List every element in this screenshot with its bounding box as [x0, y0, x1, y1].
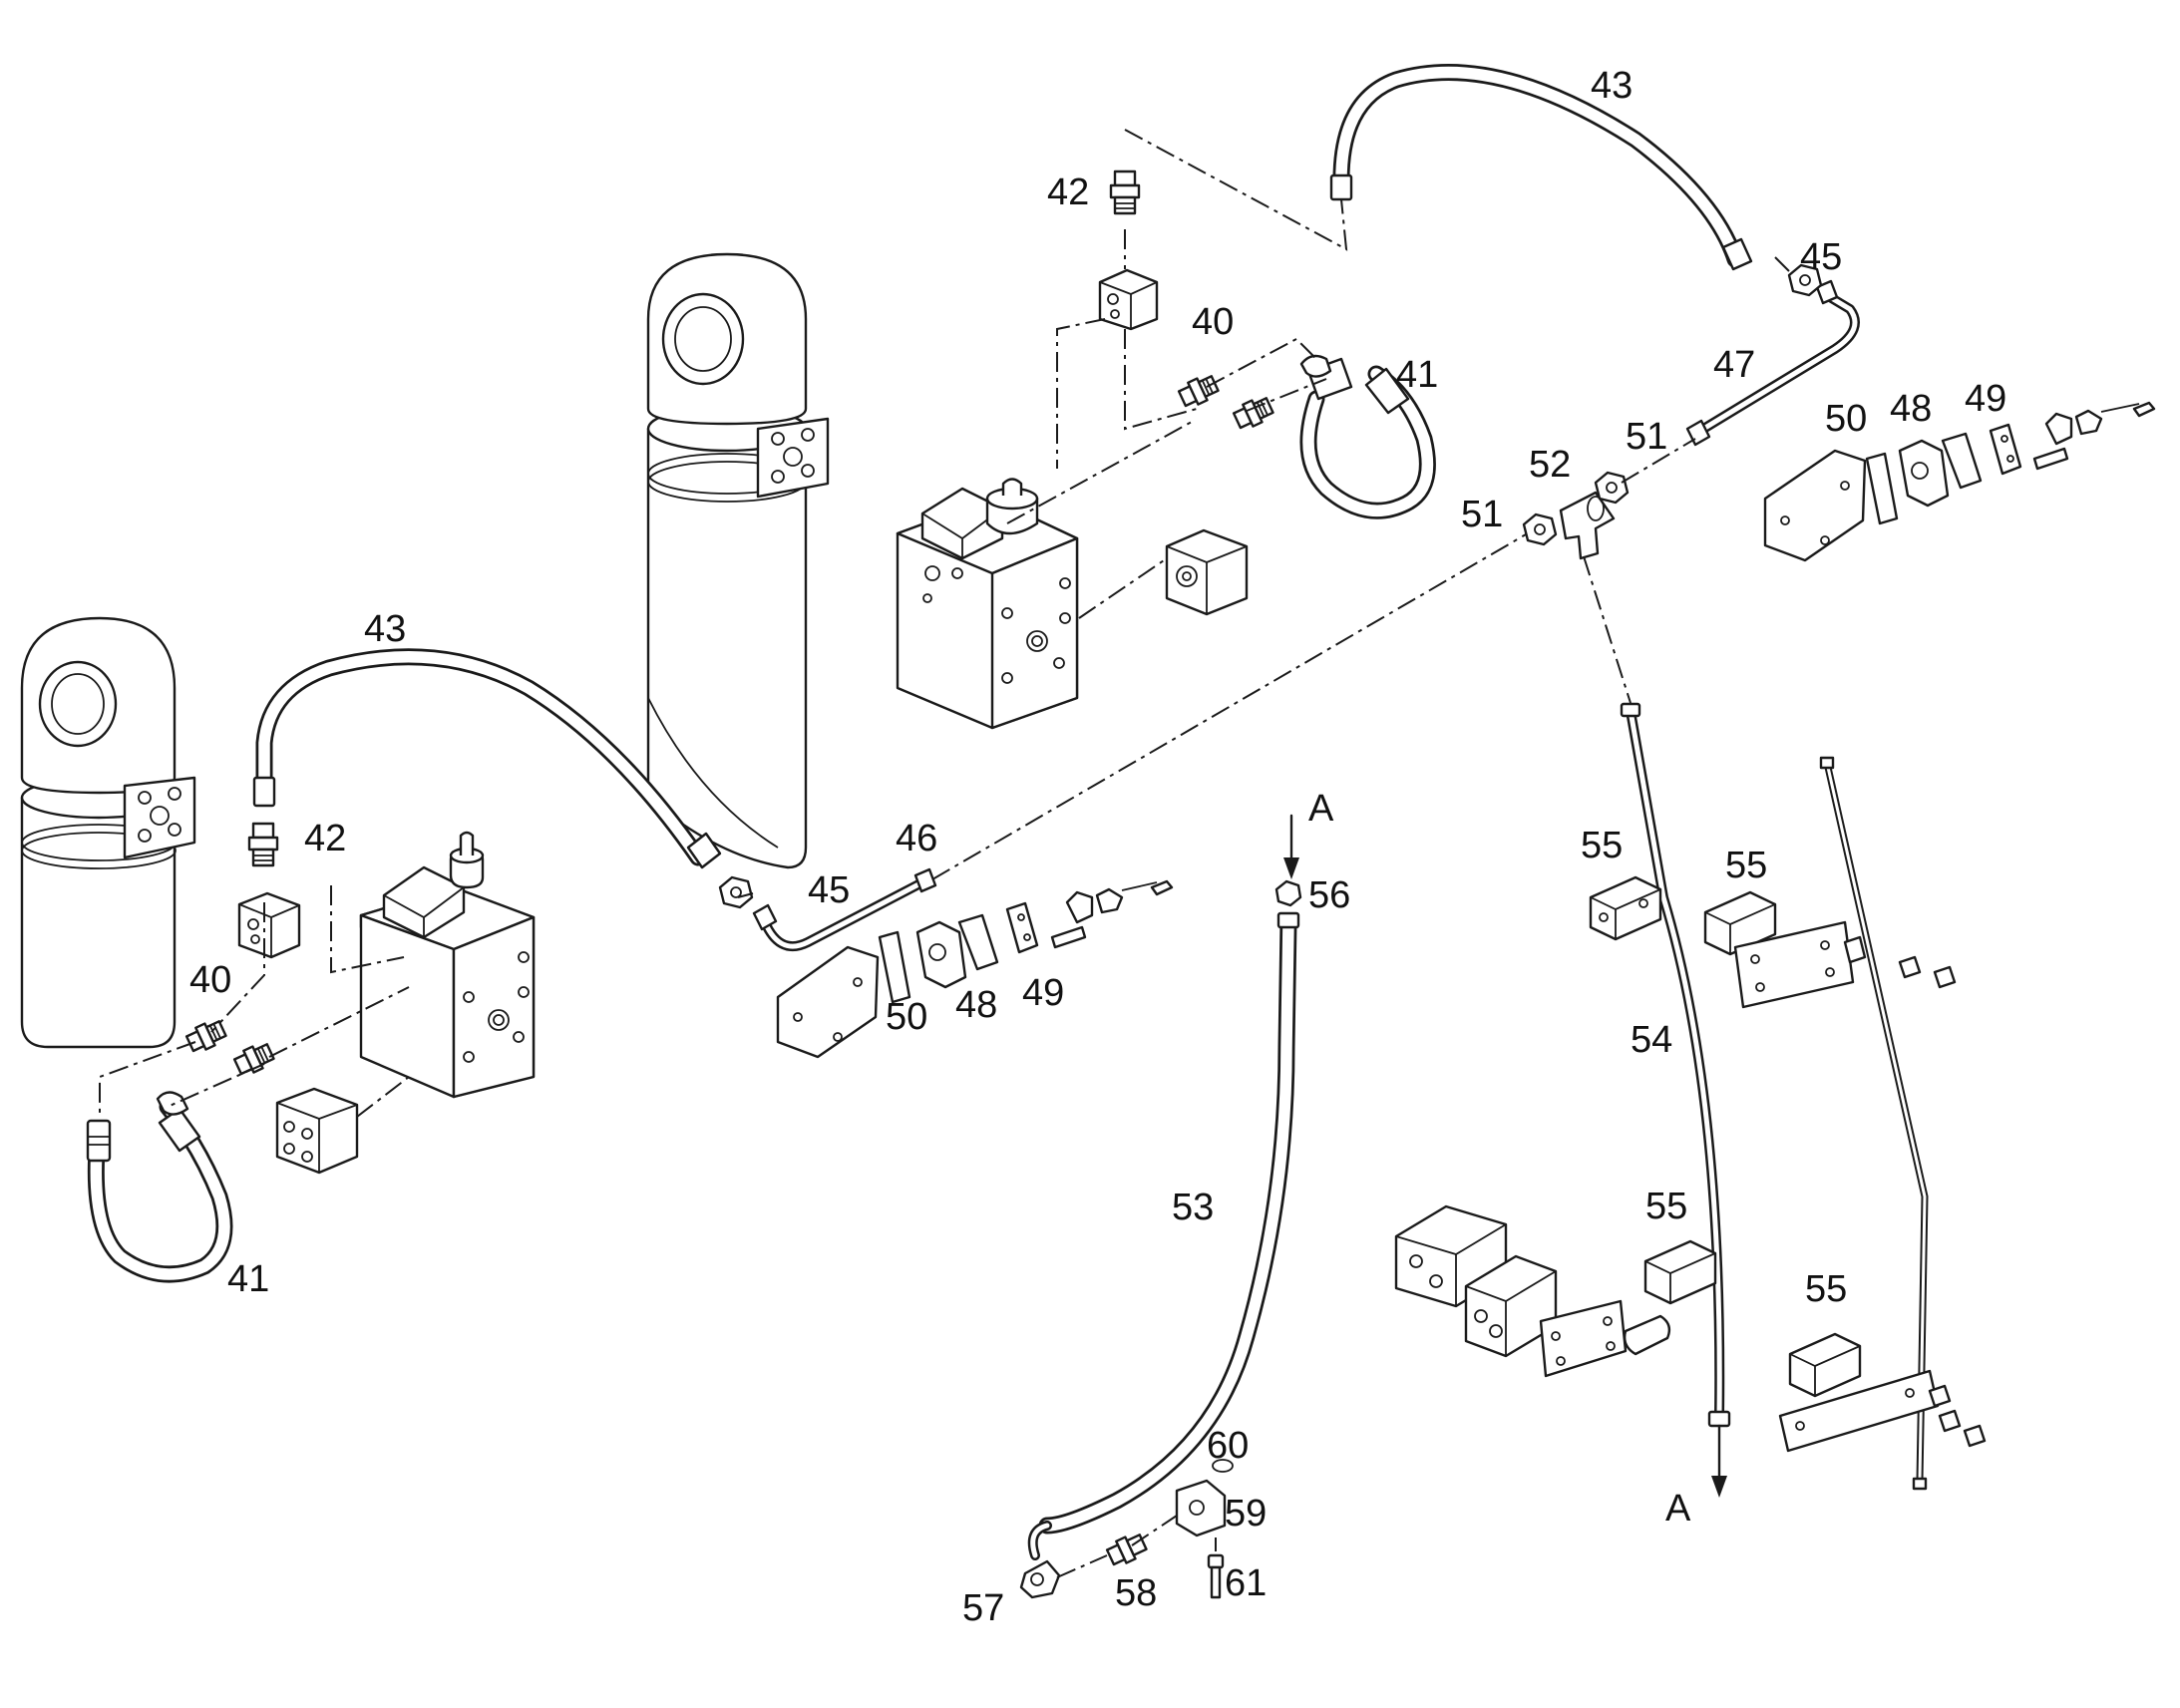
callout-58: 58	[1115, 1572, 1157, 1614]
callout-55: 55	[1581, 825, 1623, 866]
callout-60: 60	[1207, 1425, 1249, 1467]
arrow-a-bottom	[1711, 1424, 1727, 1498]
callout-49: 49	[1022, 972, 1064, 1014]
callout-46: 46	[896, 818, 937, 859]
fitting-block-left	[237, 891, 301, 959]
clamp-set-right	[1763, 401, 2156, 562]
nut-45-left	[718, 875, 754, 909]
port-cover-upper	[1165, 528, 1249, 616]
oring-60	[1212, 1459, 1234, 1473]
clamp-55-a	[1589, 875, 1662, 941]
fitting-42-upper	[1109, 170, 1141, 215]
hose-41-upper	[1299, 354, 1436, 519]
fitting-40-left-b	[232, 1043, 275, 1076]
tube-46	[752, 867, 937, 951]
hose-43-left	[252, 648, 722, 869]
clamp-55-c	[1643, 1239, 1717, 1305]
fitting-block-upper	[1098, 268, 1159, 331]
callout-59: 59	[1225, 1493, 1267, 1535]
callout-42: 42	[1047, 171, 1089, 213]
callout-43: 43	[1591, 65, 1633, 107]
large-clamp-set	[1394, 1204, 1671, 1378]
callout-47: 47	[1713, 344, 1755, 386]
callout-41: 41	[1396, 354, 1438, 396]
callout-55: 55	[1725, 845, 1767, 886]
hose-43-right	[1329, 64, 1753, 271]
callout-45: 45	[808, 869, 850, 911]
fitting-40-upper-a	[1177, 375, 1220, 408]
callout-55: 55	[1645, 1186, 1687, 1227]
callout-55: 55	[1805, 1268, 1847, 1310]
tube-47	[1685, 279, 1860, 447]
valve-block-left	[359, 831, 536, 1099]
fitting-40-upper-b	[1232, 397, 1274, 430]
valve-block-upper	[896, 478, 1079, 730]
callout-43: 43	[364, 608, 406, 650]
nut-51-right	[1594, 471, 1630, 505]
fitting-40-left-a	[184, 1020, 227, 1053]
fitting-58	[1105, 1534, 1148, 1566]
callout-a-top: A	[1308, 788, 1334, 830]
clamp-55-d	[1778, 1332, 1987, 1453]
callout-labels: 40 40 41 41 42 42 43 43 45 45 46 47 48 4…	[189, 65, 2006, 1629]
callout-51: 51	[1461, 494, 1503, 535]
block-59	[1175, 1479, 1227, 1537]
bolt-61	[1207, 1553, 1225, 1599]
callout-48: 48	[1890, 388, 1932, 430]
callout-57: 57	[962, 1587, 1004, 1629]
elbow-57	[1019, 1559, 1061, 1599]
callout-61: 61	[1225, 1562, 1267, 1604]
port-cover-left	[275, 1087, 359, 1175]
dash-lines	[99, 129, 1790, 1578]
callout-40: 40	[1192, 301, 1234, 343]
nut-56	[1274, 879, 1302, 907]
callout-a-bottom: A	[1665, 1488, 1691, 1530]
callout-41: 41	[227, 1258, 269, 1300]
callout-54: 54	[1631, 1019, 1672, 1061]
cylinder-center	[646, 252, 830, 869]
callout-45: 45	[1800, 236, 1842, 278]
hose-53	[1027, 911, 1300, 1560]
callout-56: 56	[1308, 874, 1350, 916]
callout-50: 50	[1825, 398, 1867, 440]
callout-50: 50	[886, 996, 927, 1038]
callout-53: 53	[1172, 1187, 1214, 1228]
clamp-set-left	[776, 879, 1174, 1059]
hose-41-left	[86, 1091, 233, 1283]
callout-42: 42	[304, 818, 346, 859]
callout-52: 52	[1529, 444, 1571, 486]
nut-45-right	[1787, 263, 1823, 297]
callout-40: 40	[189, 959, 231, 1001]
cylinder-left	[20, 616, 196, 1049]
arrow-a-top	[1283, 814, 1299, 879]
callout-51: 51	[1626, 416, 1667, 458]
callout-49: 49	[1965, 378, 2006, 420]
callout-48: 48	[955, 984, 997, 1026]
tube-54	[1620, 702, 1731, 1428]
fitting-42-left	[247, 822, 279, 867]
nut-51-left	[1522, 512, 1558, 546]
tee-fitting-52	[1559, 491, 1616, 560]
clamp-55-b	[1703, 890, 1957, 1009]
